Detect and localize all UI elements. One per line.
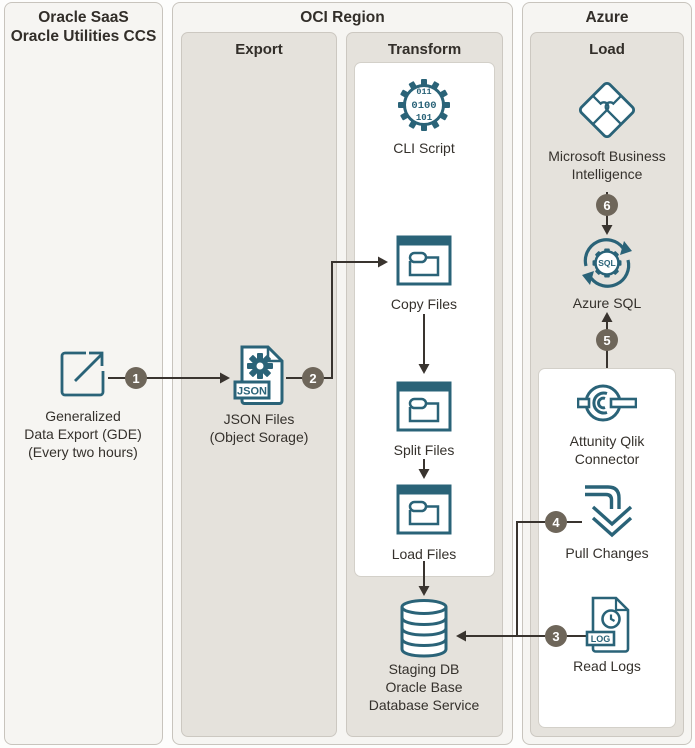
label-azure-sql: Azure SQL xyxy=(572,295,642,311)
label-load-files: Load Files xyxy=(391,546,457,562)
panel-title-oracle-saas: Oracle SaaS Oracle Utilities CCS xyxy=(10,9,157,45)
svg-text:011: 011 xyxy=(416,87,431,97)
svg-text:101: 101 xyxy=(416,113,433,123)
label-pull-changes: Pull Changes xyxy=(565,545,649,561)
gear-binary-icon: 011 0100 101 xyxy=(394,75,454,140)
label-microsoft-bi: Microsoft Business Intelligence xyxy=(548,148,666,182)
label-gde: Generalized Data Export (GDE) (Every two… xyxy=(24,408,142,460)
attunity-group xyxy=(538,368,676,728)
sql-sync-gear-icon: SQL xyxy=(579,235,635,296)
panel-title-azure: Azure xyxy=(585,9,629,26)
section-title-export: Export xyxy=(235,41,283,58)
connector-rings-icon xyxy=(576,379,638,432)
export-arrow-icon xyxy=(54,346,110,407)
window-folder-icon xyxy=(395,379,453,439)
section-title-load: Load xyxy=(589,41,625,58)
svg-text:SQL: SQL xyxy=(598,258,615,268)
step-badge-6: 6 xyxy=(596,194,618,216)
step-badge-1: 1 xyxy=(125,367,147,389)
step-badge-3: 3 xyxy=(545,625,567,647)
label-read-logs: Read Logs xyxy=(573,658,641,674)
puzzle-diamond-icon xyxy=(574,77,640,148)
label-staging-db: Staging DB Oracle Base Database Service xyxy=(368,661,480,713)
double-down-arrow-icon xyxy=(579,482,635,545)
step-badge-2: 2 xyxy=(302,367,324,389)
svg-text:JSON: JSON xyxy=(237,386,267,398)
svg-text:LOG: LOG xyxy=(591,634,611,644)
label-copy-files: Copy Files xyxy=(390,296,458,312)
step-badge-4: 4 xyxy=(545,511,567,533)
panel-title-oci-region: OCI Region xyxy=(300,9,385,26)
step-badge-5: 5 xyxy=(596,329,618,351)
label-json-files: JSON Files (Object Sorage) xyxy=(209,411,309,445)
label-split-files: Split Files xyxy=(393,442,455,458)
label-cli-script: CLI Script xyxy=(393,140,455,156)
window-folder-icon xyxy=(395,233,453,293)
svg-text:0100: 0100 xyxy=(411,100,436,112)
label-attunity: Attunity Qlik Connector xyxy=(569,433,645,467)
log-document-clock-icon: LOG xyxy=(585,595,633,660)
json-document-gear-icon: JSON xyxy=(231,344,285,411)
database-cylinder-icon xyxy=(398,598,450,663)
window-folder-icon xyxy=(395,482,453,542)
section-title-transform: Transform xyxy=(387,41,462,58)
